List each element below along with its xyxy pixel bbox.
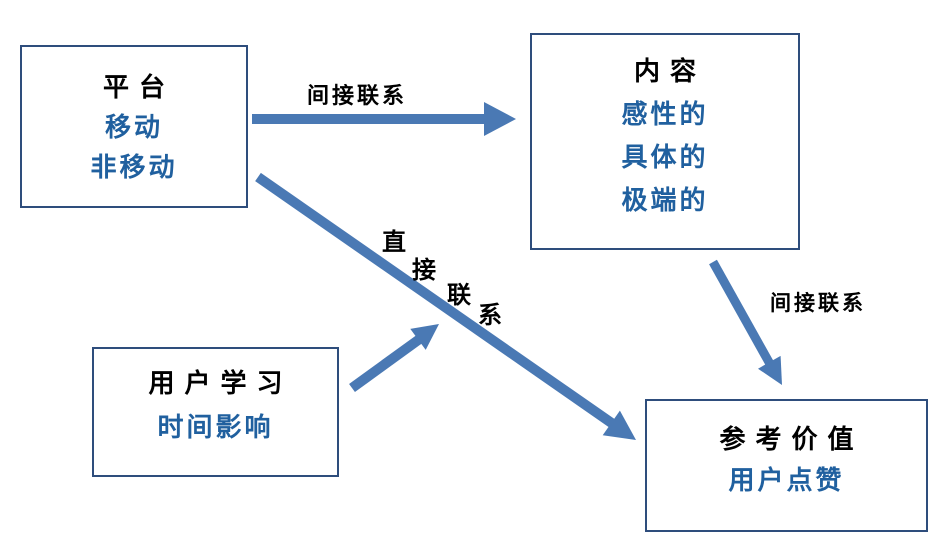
- arrow-user-learning-moderation-shaft: [349, 333, 424, 393]
- arrow-content-to-reference-value: [709, 259, 782, 385]
- edge-label-direct-char-3: 联: [447, 282, 471, 309]
- box-reference-value: 参考价值 用户点赞: [645, 399, 928, 532]
- box-content-line: 具体的: [621, 141, 709, 172]
- box-user-learning-line: 时间影响: [157, 412, 274, 442]
- arrow-content-to-reference-value-head: [758, 355, 782, 385]
- arrow-platform-to-content-head: [484, 102, 516, 136]
- box-reference-value-line: 用户点赞: [728, 464, 845, 495]
- arrow-user-learning-moderation: [349, 324, 439, 393]
- box-content-line: 极端的: [621, 184, 709, 215]
- box-platform-line: 非移动: [90, 151, 178, 182]
- edge-label-indirect-top: 间接联系: [307, 83, 408, 108]
- box-content-line: 感性的: [621, 98, 709, 129]
- edge-label-direct-char-2: 接: [412, 257, 436, 284]
- arrow-platform-to-reference-value: [255, 172, 636, 440]
- arrow-platform-to-content: [252, 102, 516, 136]
- arrow-user-learning-moderation-head: [410, 324, 439, 350]
- box-user-learning-title: 用户学习: [148, 368, 293, 398]
- box-user-learning: 用户学习 时间影响: [92, 347, 339, 477]
- arrow-content-to-reference-value-shaft: [709, 259, 774, 367]
- box-platform-title: 平台: [102, 71, 175, 102]
- box-platform: 平台 移动 非移动: [20, 45, 248, 208]
- edge-label-direct-char-4: 系: [478, 302, 502, 329]
- arrow-platform-to-reference-value-shaft: [255, 172, 616, 429]
- edge-label-indirect-right: 间接联系: [770, 292, 866, 315]
- edge-label-direct-char-1: 直: [382, 229, 406, 256]
- box-platform-line: 移动: [104, 111, 163, 142]
- box-content-title: 内容: [633, 55, 706, 86]
- arrow-platform-to-reference-value-head: [602, 410, 636, 440]
- box-reference-value-title: 参考价值: [719, 423, 864, 454]
- box-content: 内容 感性的 具体的 极端的: [530, 33, 800, 250]
